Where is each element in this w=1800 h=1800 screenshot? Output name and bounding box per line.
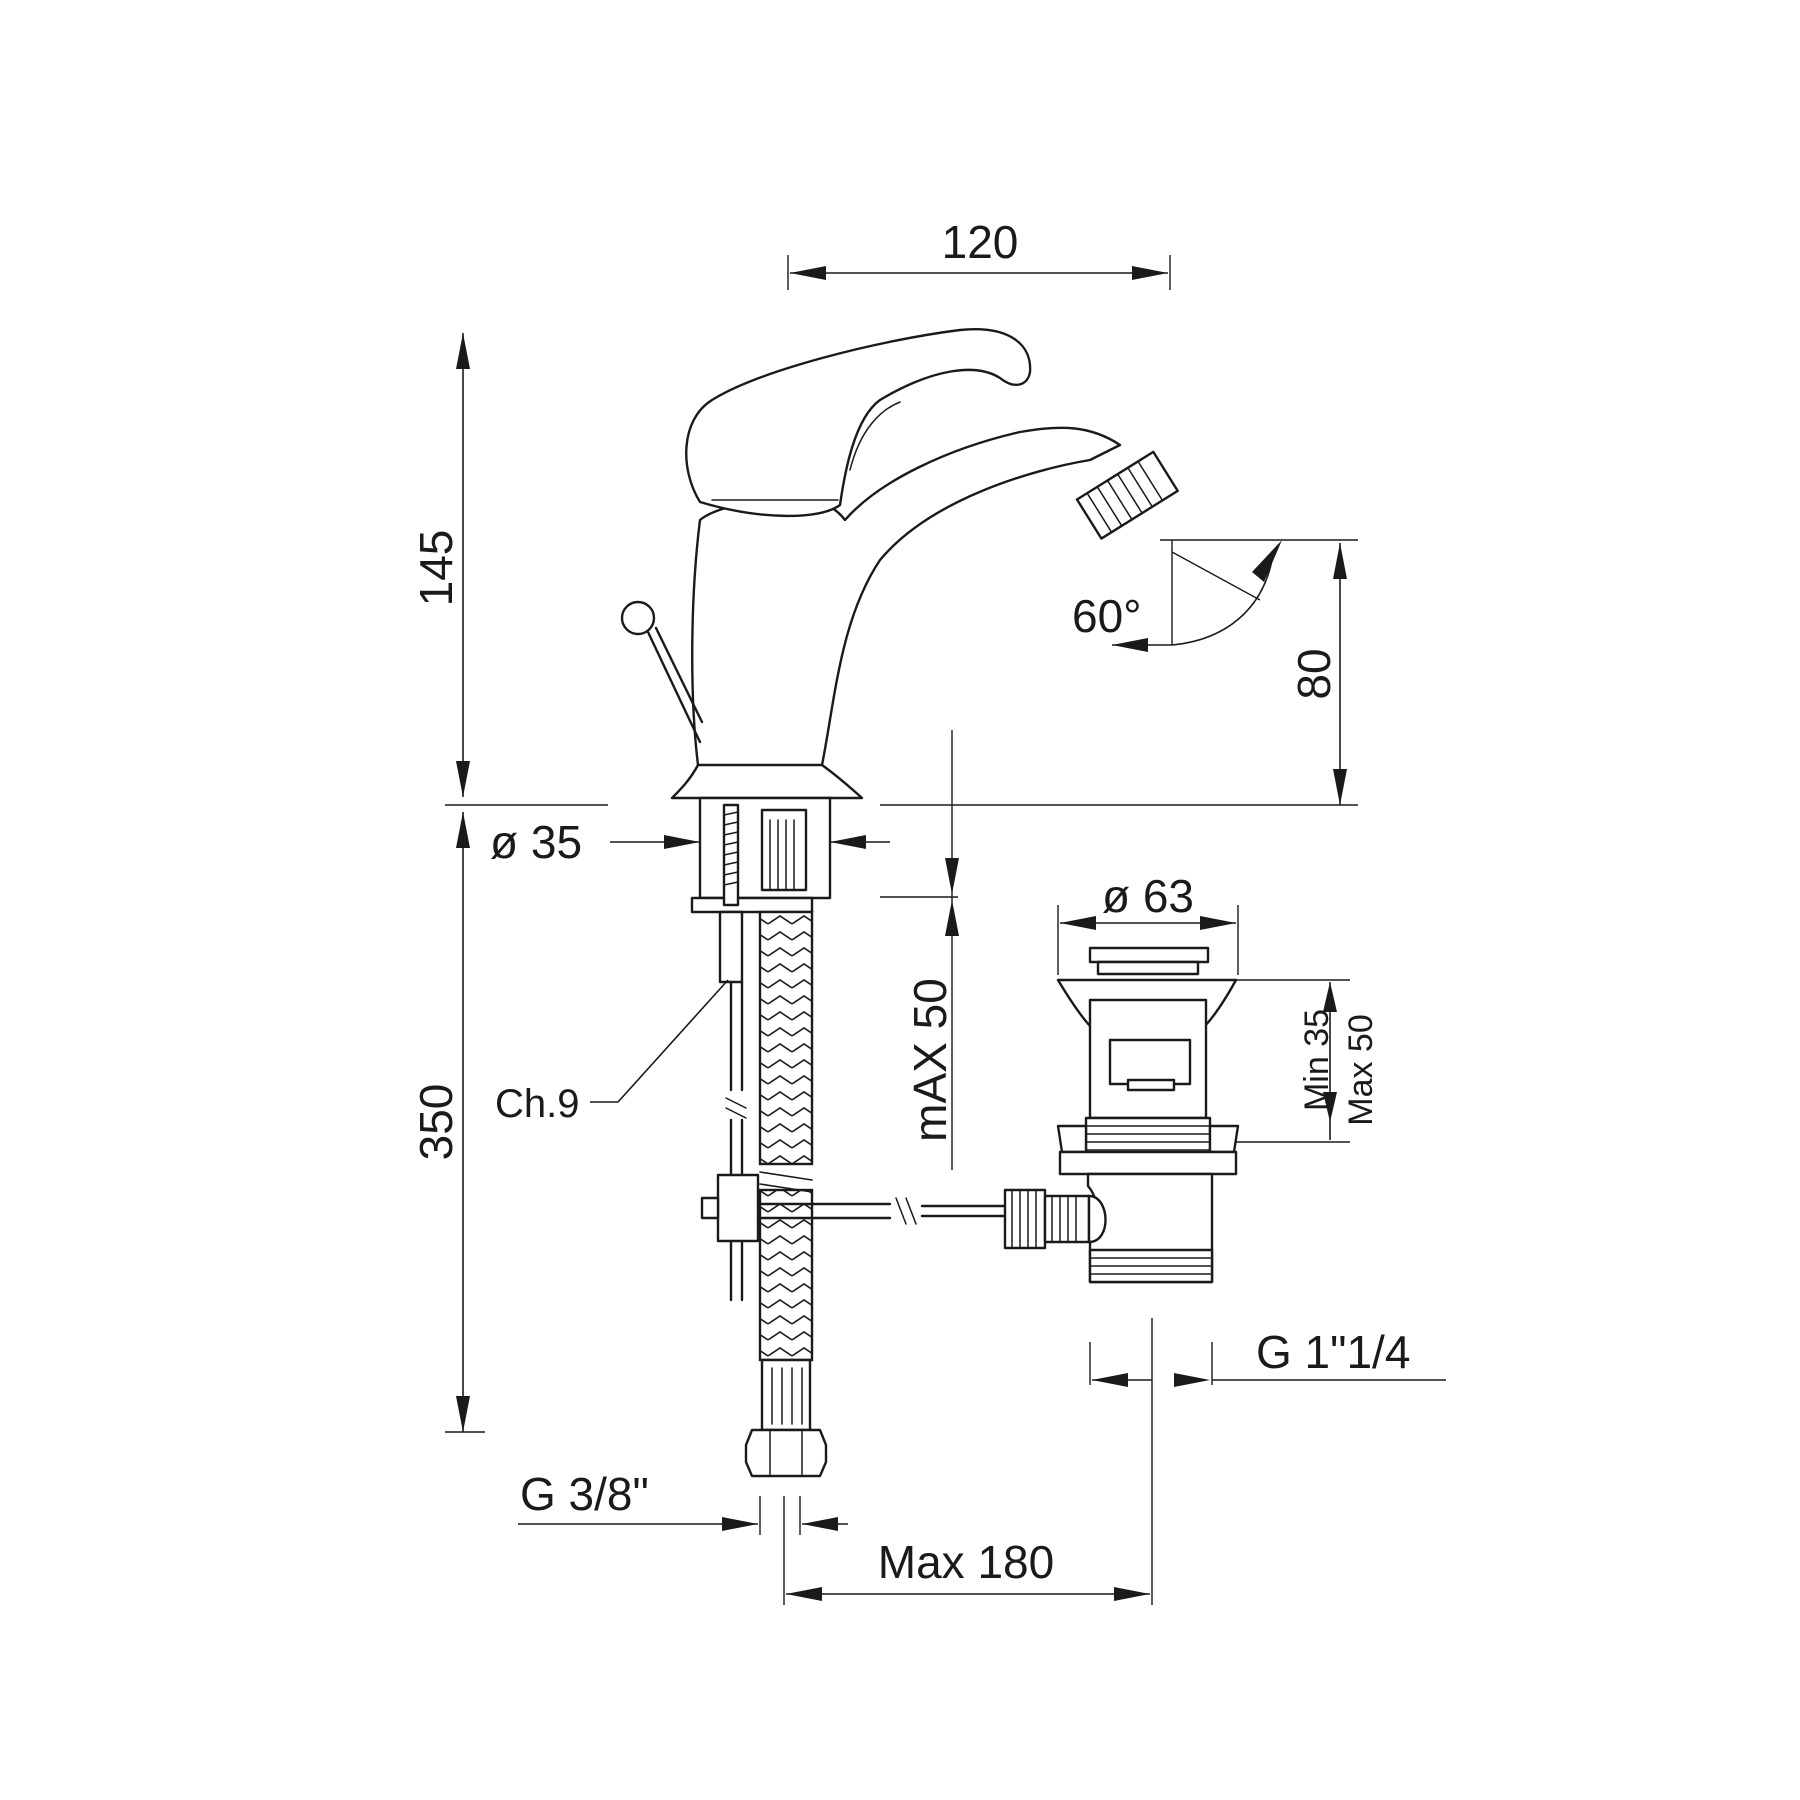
- waste-plug-cap: [1088, 946, 1210, 964]
- aerator: [1075, 450, 1179, 540]
- dim-width-120: 120: [787, 216, 1171, 290]
- popup-linkage: [700, 980, 1007, 1302]
- horizontal-rod-right: [920, 1204, 1007, 1218]
- horizontal-rod-break: [895, 1197, 917, 1225]
- dim-thread-g38: G 3/8": [518, 1468, 848, 1535]
- dim-diameter-63: ø 63: [1057, 870, 1239, 975]
- dim-label-60: 60°: [1072, 590, 1142, 642]
- linkage-clamp: [716, 1173, 760, 1243]
- dim-height-350: 350: [410, 812, 485, 1433]
- dim-label-max50: mAX 50: [904, 978, 956, 1142]
- dim-height-80: 80: [880, 539, 1358, 806]
- dim-label-g38: G 3/8": [520, 1468, 649, 1520]
- hose-upper: [758, 910, 814, 1166]
- dim-diameter-35: ø 35: [490, 816, 890, 868]
- dim-label-max50-waste: Max 50: [1342, 1014, 1380, 1126]
- dim-label-120: 120: [942, 216, 1019, 268]
- clamp-screw: [700, 1196, 720, 1220]
- dim-thread-g114: G 1"1/4: [1089, 1326, 1446, 1387]
- hose-hex-nut: [744, 1428, 828, 1478]
- waste-window-bar: [1126, 1078, 1176, 1092]
- linkage-break-marks: [725, 1097, 747, 1119]
- dim-max-180: Max 180: [783, 1318, 1153, 1605]
- dim-wrench-ch9: Ch.9: [495, 979, 729, 1126]
- dim-min35-max50: Min 35 Max 50: [1236, 979, 1380, 1143]
- horizontal-rod-left: [756, 1202, 892, 1220]
- linkage-rod-upper: [729, 980, 744, 1092]
- waste-plug-rim: [1096, 960, 1200, 976]
- waste-washer: [1058, 1150, 1238, 1176]
- faucet-base-collar: [670, 763, 864, 800]
- dim-label-min35: Min 35: [1298, 1009, 1336, 1111]
- dim-label-dia35: ø 35: [490, 816, 582, 868]
- hose-connector-flutes: [769, 819, 795, 891]
- popup-rod: [646, 626, 704, 744]
- fixing-rod: [718, 910, 744, 984]
- popup-waste: [1003, 946, 1240, 1284]
- dim-label-dia63: ø 63: [1102, 870, 1194, 922]
- pivot-nut-flutes: [1011, 1189, 1037, 1249]
- pivot-thread-lines: [1051, 1195, 1077, 1243]
- linkage-rod-lower: [729, 1118, 744, 1302]
- lever-handle-detail: [711, 401, 901, 501]
- fixing-assembly: [690, 796, 832, 984]
- aerator-body: [1075, 450, 1179, 540]
- waste-bottom-thread-lines: [1089, 1257, 1213, 1275]
- dim-height-145: 145: [410, 333, 608, 806]
- pivot-nut: [1003, 1188, 1047, 1250]
- waste-window: [1108, 1038, 1192, 1086]
- dim-label-g114: G 1"1/4: [1256, 1326, 1410, 1378]
- hose-hex-facets: [769, 1429, 803, 1477]
- stud-threads: [723, 811, 739, 886]
- aerator-threads: [1086, 460, 1164, 533]
- hose-break-marks: [759, 1171, 813, 1193]
- hose-lower: [758, 1188, 814, 1362]
- dim-angle-60: 60°: [1072, 540, 1282, 652]
- hose-end-fitting: [760, 1358, 812, 1432]
- waste-threads: [1085, 1125, 1211, 1159]
- dim-label-ch9: Ch.9: [495, 1082, 580, 1126]
- dim-label-145: 145: [410, 530, 462, 607]
- pivot-ball: [1087, 1194, 1107, 1244]
- dim-label-max180: Max 180: [878, 1536, 1054, 1588]
- fixing-plate: [690, 896, 814, 914]
- faucet-body: [620, 328, 1179, 800]
- popup-knob: [620, 600, 656, 636]
- hose-end-flutes: [771, 1367, 803, 1425]
- lever-handle: [685, 328, 1032, 518]
- dim-max-50: mAX 50: [880, 730, 959, 1170]
- dim-label-350: 350: [410, 1084, 462, 1161]
- dim-label-80: 80: [1288, 648, 1340, 699]
- hose-connector-top: [760, 808, 808, 892]
